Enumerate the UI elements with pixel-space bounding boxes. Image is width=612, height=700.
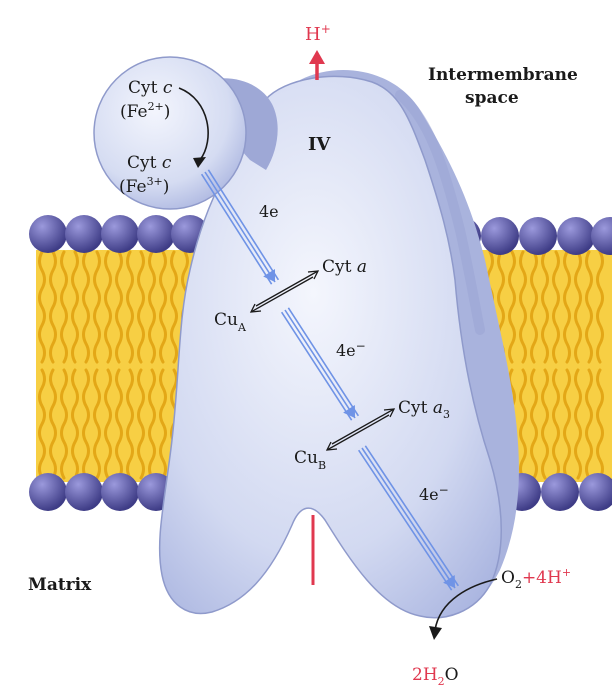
lipid-head bbox=[137, 215, 175, 253]
lipid-head bbox=[541, 473, 579, 511]
fe3-label: (Fe3+) bbox=[119, 175, 169, 197]
lipid-head bbox=[101, 473, 139, 511]
electrons-label-1: 4e bbox=[259, 202, 279, 221]
lipid-head bbox=[557, 217, 595, 255]
lipid-head bbox=[101, 215, 139, 253]
oxygen-protons-label: O2+4H+ bbox=[501, 566, 571, 591]
lipid-head bbox=[65, 215, 103, 253]
proton-out-label: H+ bbox=[305, 22, 331, 45]
cyt-a3-label: Cyt a3 bbox=[398, 398, 450, 421]
lipid-head bbox=[591, 217, 612, 255]
matrix-label: Matrix bbox=[28, 575, 92, 595]
lipid-head bbox=[65, 473, 103, 511]
lipid-head bbox=[481, 217, 519, 255]
lipid-head bbox=[29, 473, 67, 511]
lipid-head bbox=[519, 217, 557, 255]
oxygen-reduction-arrowhead bbox=[429, 626, 442, 640]
cyt-c-oxidized-label: Cyt c bbox=[127, 153, 172, 173]
water-label: 2H2O bbox=[412, 665, 459, 688]
fe2-label: (Fe2+) bbox=[120, 100, 170, 122]
complex-iv-label: IV bbox=[308, 134, 331, 155]
cyt-c-reduced-label: Cyt c bbox=[128, 78, 173, 98]
cyt-a-label: Cyt a bbox=[322, 257, 367, 277]
lipid-head bbox=[29, 215, 67, 253]
